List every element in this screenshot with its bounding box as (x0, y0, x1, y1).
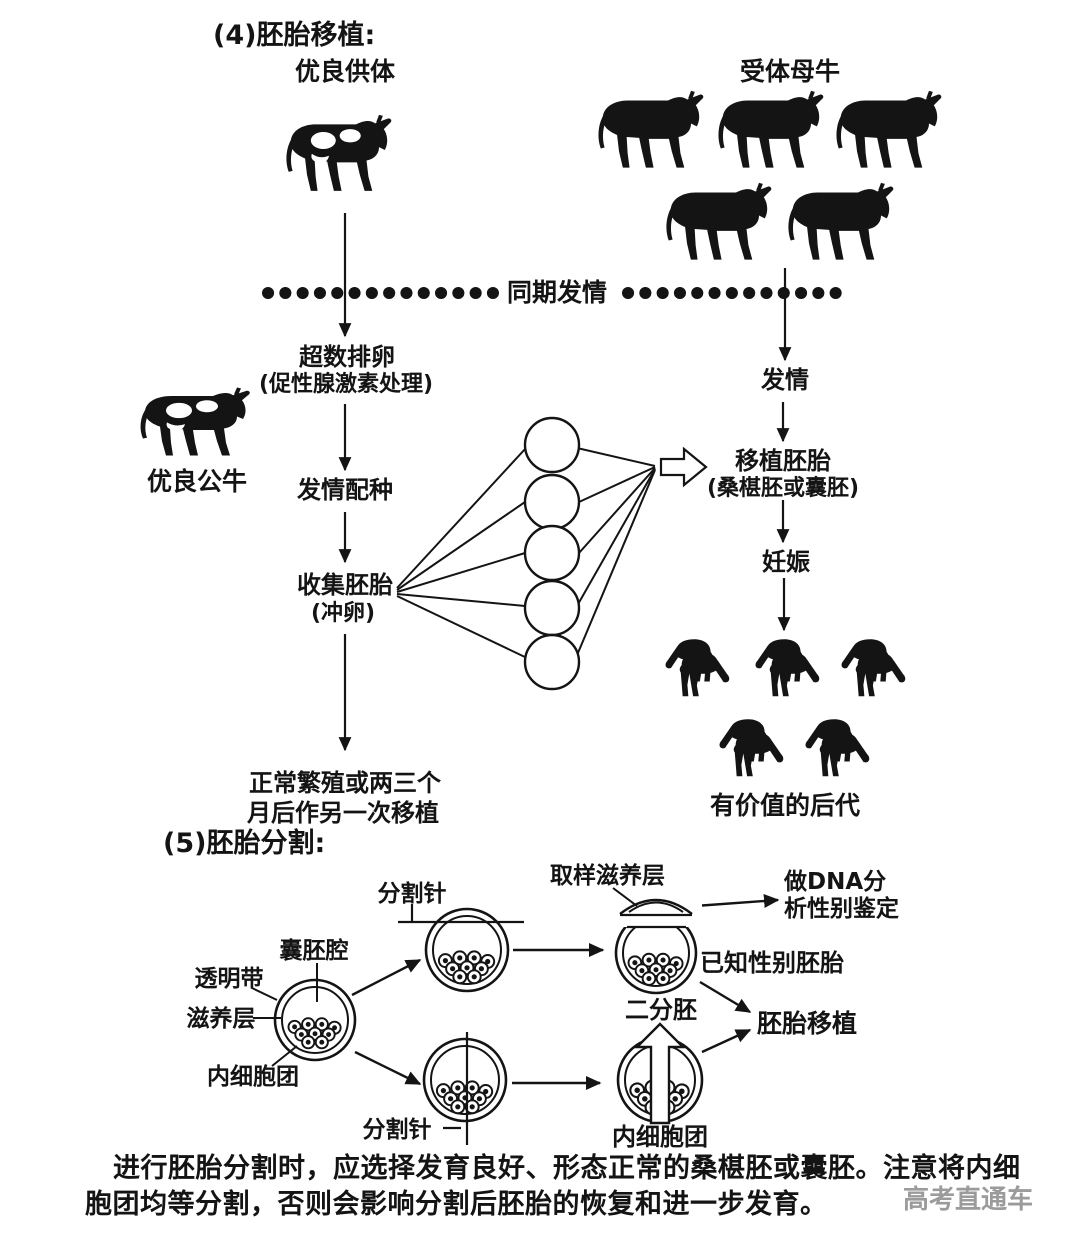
recipient-cows-images (598, 90, 942, 260)
sync-estrus-label: 同期发情 (506, 278, 608, 307)
inner-cell-mass-label: 内细胞团 (207, 1064, 299, 1090)
split-arrows (351, 894, 780, 1090)
offspring-label: 有价值的后代 (709, 791, 861, 820)
pregnancy-label: 妊娠 (762, 548, 810, 576)
footer-paragraph-line1: 进行胚胎分割时，应选择发育良好、形态正常的桑椹胚或囊胚。注意将内细 (113, 1153, 1021, 1184)
hollow-up-arrow (634, 1022, 686, 1125)
section5-graphics (251, 887, 780, 1145)
normal-breeding-line2: 月后作另一次移植 (247, 799, 439, 827)
superovulation-label: 超数排卵 (299, 343, 395, 371)
transfer-note: (桑椹胚或囊胚) (706, 476, 860, 501)
embryo-sampled (610, 887, 702, 995)
mating-label: 发情配种 (297, 476, 393, 504)
sample-trophoblast-label: 取样滋养层 (550, 863, 665, 889)
blastocyst-main (251, 963, 357, 1067)
dna-analysis-line1: 做DNA分 (784, 869, 887, 895)
embryo-needle-top (398, 904, 524, 993)
hollow-right-arrow (659, 446, 708, 488)
bull-label: 优良公牛 (146, 467, 248, 496)
bull-image (140, 387, 250, 456)
donor-cow-image (286, 114, 392, 191)
inner-cell-mass-bottom-label: 内细胞团 (612, 1123, 708, 1151)
trophoblast-label: 滋养层 (186, 1006, 256, 1032)
embryo-needle-bottom (422, 1032, 508, 1145)
embryo-transfer-label: 胚胎移植 (757, 1009, 858, 1038)
superovulation-note: (促性腺激素处理) (258, 372, 434, 397)
offspring-calves-images (666, 639, 906, 776)
splitting-needle-top-label: 分割针 (377, 881, 447, 907)
collect-embryos-label: 收集胚胎 (297, 571, 393, 599)
flush-note: (冲卵) (310, 601, 376, 626)
footer-paragraph-line2: 胞团均等分割，否则会影响分割后胚胎的恢复和进一步发育。 (85, 1189, 828, 1220)
embryo-bisected (616, 1022, 704, 1125)
splitting-needle-bottom-label: 分割针 (362, 1117, 432, 1143)
section5-title: (5)胚胎分割: (163, 828, 326, 859)
estrus-label: 发情 (761, 366, 809, 394)
bisected-embryo-label: 二分胚 (625, 996, 697, 1024)
dna-analysis-line2: 析性别鉴定 (784, 896, 899, 922)
flow-arrows (338, 213, 792, 752)
zona-pellucida-label: 透明带 (194, 966, 264, 992)
collected-embryos (396, 416, 656, 691)
donor-label: 优良供体 (294, 57, 396, 86)
known-sex-embryo-label: 已知性别胚胎 (700, 949, 844, 977)
transfer-embryo-label: 移植胚胎 (735, 447, 831, 475)
recipients-label: 受体母牛 (739, 57, 841, 86)
section4-title: (4)胚胎移植: (213, 20, 376, 51)
watermark: 高考直通车 (903, 1185, 1034, 1215)
blastocoel-label: 囊胚腔 (279, 938, 349, 964)
normal-breeding-line1: 正常繁殖或两三个 (249, 769, 441, 797)
section4-graphics (140, 90, 942, 776)
